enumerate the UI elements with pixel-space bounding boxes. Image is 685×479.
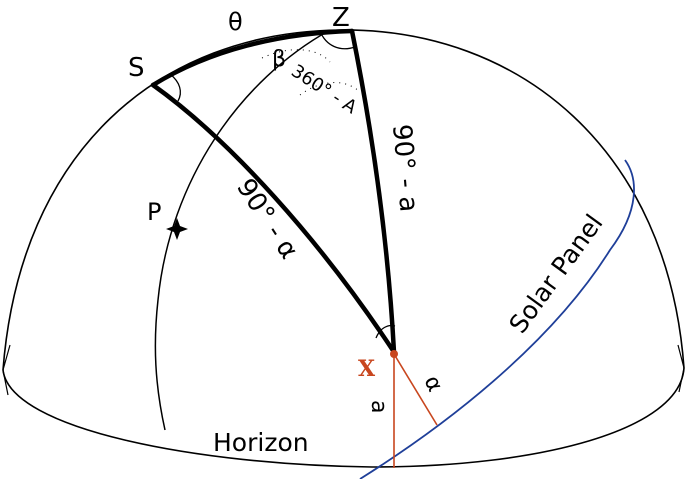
label-azimuth-angle: 360° - A <box>287 61 361 119</box>
observer-dot <box>390 350 398 358</box>
label-pole: P <box>147 198 161 226</box>
pole-star-icon <box>166 218 188 240</box>
meridian-circle <box>154 29 331 431</box>
horizon-left-tick <box>2 344 11 396</box>
label-beta: β <box>272 47 286 72</box>
horizon-front <box>2 367 685 468</box>
sphere-outline <box>2 29 685 371</box>
angle-arc-s <box>169 73 181 102</box>
horizon-right-tick <box>677 344 685 393</box>
observer-panel-normal <box>393 353 438 426</box>
angle-arc-x <box>375 324 396 339</box>
arc-s-z <box>150 28 355 88</box>
label-zenith: Z <box>332 3 350 33</box>
label-alpha: α <box>419 372 448 396</box>
arc-s-x <box>150 82 397 355</box>
label-observer: X <box>358 356 376 382</box>
angle-arc-z <box>319 30 356 50</box>
label-zenith-distance-z: 90° - a <box>386 123 424 213</box>
arc-z-x <box>349 28 397 355</box>
solar-panel-circle <box>359 159 635 479</box>
label-a: a <box>366 400 391 413</box>
label-horizon: Horizon <box>213 428 309 457</box>
label-theta: θ <box>228 8 243 36</box>
label-sun: S <box>128 53 145 83</box>
dotted-arc-lower <box>299 82 361 96</box>
